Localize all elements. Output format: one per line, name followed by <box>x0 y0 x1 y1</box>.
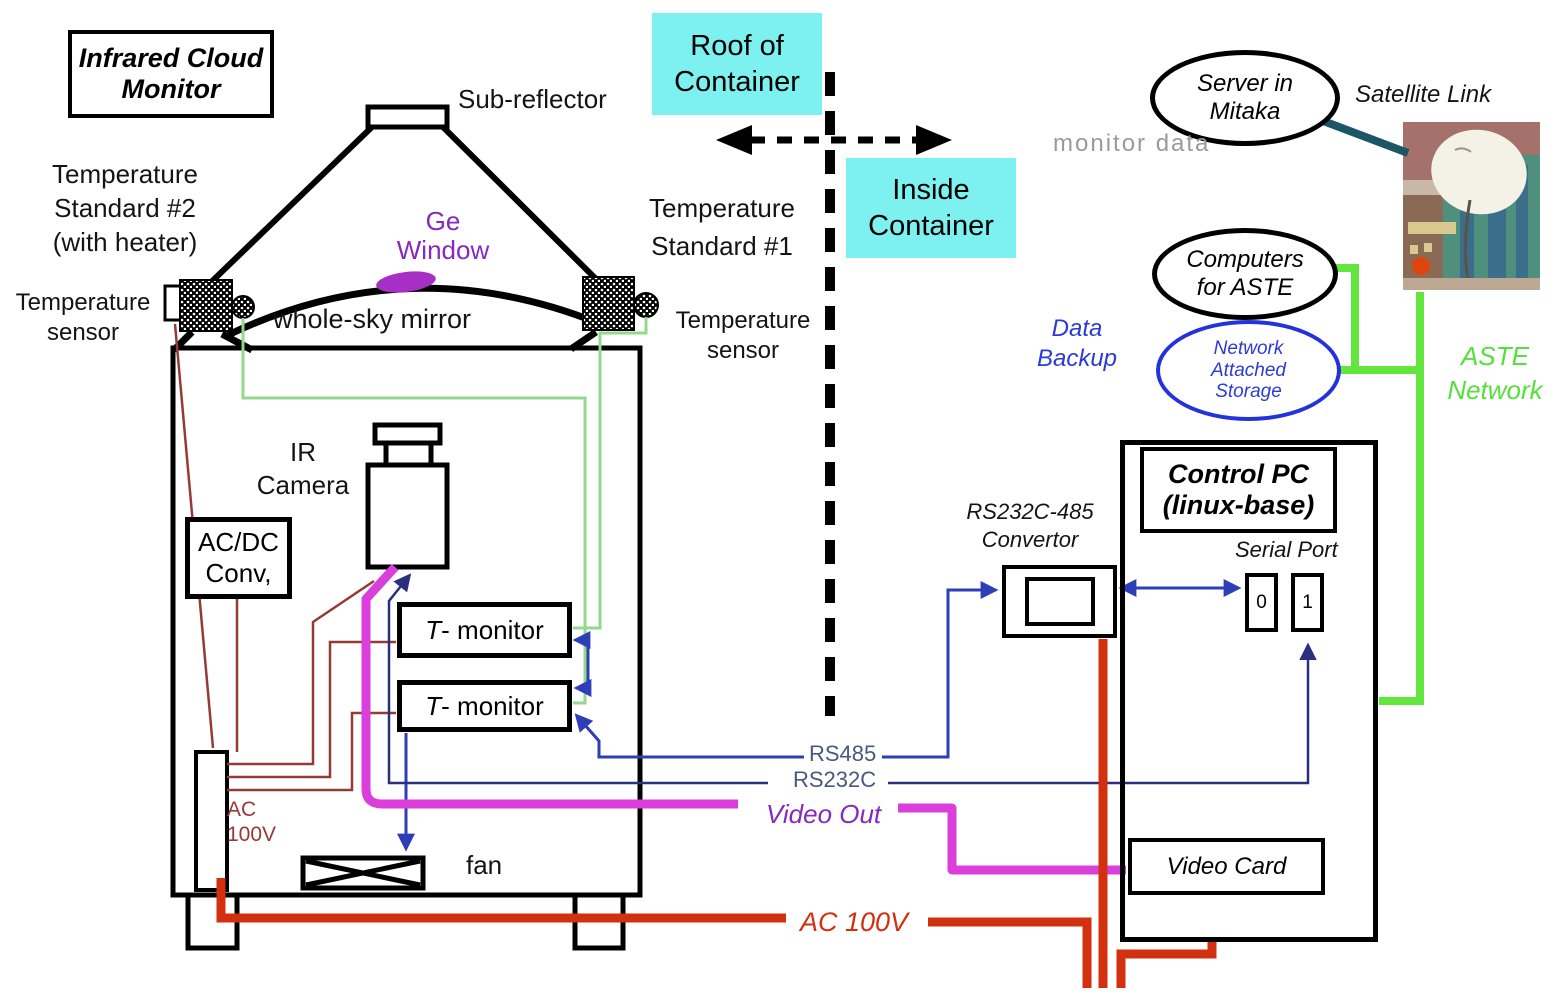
power-strip-label: AC 100V <box>227 798 277 847</box>
monitor-data-label: monitor data <box>1053 130 1211 157</box>
fan-hardware <box>300 855 426 891</box>
video-out-label: Video Out <box>766 799 882 829</box>
rs232c-485-convertor-label: RS232C-485 Convertor <box>966 499 1094 552</box>
rs485-label: RS485 <box>809 741 877 766</box>
temperature-sensor-right-label: Temperature sensor <box>675 307 811 364</box>
ge-window-label: Ge Window <box>396 206 490 266</box>
acdc-converter-box: AC/DC Conv, <box>185 517 292 599</box>
t-monitor-box-2: T- monitor <box>397 680 572 732</box>
sub-reflector-label: Sub-reflector <box>458 84 607 114</box>
whole-sky-mirror-arc <box>226 271 600 339</box>
fan-label: fan <box>466 850 503 880</box>
control-pc-box <box>1120 440 1378 942</box>
ac100v-label: AC 100V <box>800 907 909 937</box>
aste-network-label: ASTE Network <box>1447 341 1543 405</box>
roof-inside-arrow <box>716 125 952 155</box>
inside-line1: Inside <box>892 173 970 206</box>
satellite-link-label: Satellite Link <box>1355 81 1492 108</box>
ir-camera-label: IR Camera <box>256 437 350 500</box>
sensor-signal-wires <box>241 317 648 705</box>
rs232c-wires <box>387 573 1317 785</box>
serial-port-0: 0 <box>1245 573 1278 632</box>
control-pc-title-box: Control PC (linux-base) <box>1140 447 1337 533</box>
inside-line2: Container <box>868 210 994 242</box>
temperature-sensor-left-hardware <box>163 279 255 354</box>
title-box: Infrared Cloud Monitor <box>68 30 274 118</box>
video-card-box: Video Card <box>1128 838 1325 895</box>
title-line1: Infrared Cloud <box>78 43 264 73</box>
power-strip <box>194 750 229 892</box>
temperature-sensor-right-hardware <box>569 276 659 352</box>
sub-reflector-structure <box>202 104 601 291</box>
whole-sky-mirror-label: whole-sky mirror <box>273 304 472 334</box>
t-monitor-box-1: T- monitor <box>397 602 572 658</box>
data-backup-label: Data Backup <box>1036 315 1118 372</box>
convertor-inner-box <box>1024 577 1095 626</box>
zone-inside-container: Inside Container <box>846 158 1016 258</box>
rs232c-label: RS232C <box>793 767 877 792</box>
satellite-dish-photo <box>1403 122 1540 290</box>
serial-port-1: 1 <box>1291 573 1324 632</box>
computers-for-aste-ellipse: Computers for ASTE <box>1152 228 1338 320</box>
ir-camera-hardware <box>365 422 450 570</box>
video-out-wire <box>361 563 1126 875</box>
serial-port-label: Serial Port <box>1235 537 1338 562</box>
temperature-standard-2-label: Temperature Standard #2 (with heater) <box>52 159 198 257</box>
zone-roof-of-container: Roof of Container <box>652 13 822 115</box>
temperature-standard-1-label: Temperature Standard #1 <box>649 193 795 261</box>
ac-power-wires <box>216 639 1217 988</box>
rs232c-485-convertor-box <box>1002 565 1117 638</box>
rs485-wires <box>397 579 1242 852</box>
server-in-mitaka-ellipse: Server in Mitaka <box>1150 50 1340 146</box>
roof-line2: Container <box>674 66 800 98</box>
ge-window-lens <box>376 271 436 293</box>
temperature-sensor-left-label: Temperature sensor <box>15 289 151 346</box>
title-line2: Monitor <box>121 74 221 104</box>
roof-line1: Roof of <box>690 29 784 62</box>
network-attached-storage-ellipse: Network Attached Storage <box>1156 320 1341 421</box>
